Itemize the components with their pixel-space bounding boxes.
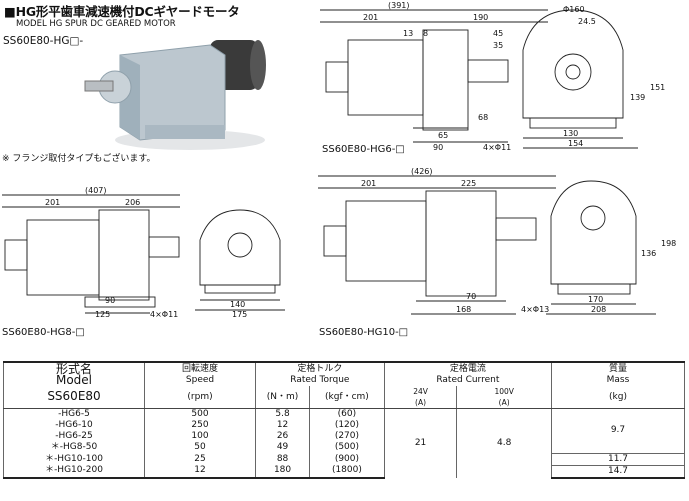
model-code-cell: SS60E80 — [3, 386, 145, 409]
dim-text: (426) — [411, 167, 433, 176]
dim-text: 4×Φ11 — [483, 143, 511, 152]
page-subtitle: MODEL HG SPUR DC GEARED MOTOR — [16, 19, 176, 29]
dim-text: 4×Φ11 — [150, 310, 178, 319]
flange-note: ※ フランジ取付タイプもございます。 — [2, 154, 156, 164]
dim-text: 198 — [661, 239, 676, 248]
dim-text: 90 — [105, 296, 115, 305]
dim-text: 70 — [466, 292, 476, 301]
dim-text: 8 — [423, 29, 428, 38]
torque-unit-nm: (N・m) — [254, 386, 311, 409]
hg10-drawing: (426) 201 225 168 70 170 4×Φ13 208 136 1… — [318, 167, 676, 315]
dim-text: 154 — [568, 139, 583, 148]
current-24v-head: 24V(A) — [383, 386, 458, 409]
dim-text: 225 — [461, 179, 476, 188]
dim-text: 201 — [45, 198, 60, 207]
dim-text: (407) — [85, 186, 107, 195]
hg8-drawing: (407) 201 206 90 125 4×Φ11 140 175 — [2, 186, 285, 319]
caption-hg8: SS60E80-HG8-□ — [2, 327, 85, 338]
caption-hg6: SS60E80-HG6-□ — [322, 144, 405, 155]
dim-text: 168 — [456, 305, 471, 314]
hg6-drawing: (391) 201 190 Φ160 24.5 13 8 45 35 68 65… — [320, 1, 665, 152]
mass-unit: (kg) — [551, 386, 685, 409]
dim-text: 4×Φ13 — [521, 305, 549, 314]
dim-text: 13 — [403, 29, 413, 38]
dim-text: 90 — [433, 143, 443, 152]
dim-text: 68 — [478, 113, 488, 122]
dim-text: 24.5 — [578, 17, 596, 26]
dim-text: 208 — [591, 305, 606, 314]
dim-text: 170 — [588, 295, 603, 304]
dim-text: 130 — [563, 129, 578, 138]
dim-text: 190 — [473, 13, 488, 22]
caption-hg10: SS60E80-HG10-□ — [319, 327, 409, 338]
dim-text: Φ160 — [563, 5, 585, 14]
dim-text: 35 — [493, 41, 503, 50]
header-model: 形式名 Model — [3, 361, 145, 386]
dim-text: 206 — [125, 198, 140, 207]
mass-value: 14.7 — [551, 465, 685, 479]
page-title: ■HG形平歯車減速機付DCギヤードモータ — [4, 4, 240, 19]
torque-unit-kgf: (kgf・cm) — [309, 386, 385, 409]
dim-text: 140 — [230, 300, 245, 309]
dim-text: 201 — [361, 179, 376, 188]
current-24v-value: 21 — [383, 408, 458, 478]
dim-text: (391) — [388, 1, 410, 10]
mass-value: 9.7 — [551, 408, 685, 454]
current-100v-value: 4.8 — [456, 408, 552, 478]
speed-unit: (rpm) — [144, 386, 256, 409]
dim-text: 151 — [650, 83, 665, 92]
mass-value: 11.7 — [551, 453, 685, 466]
dim-text: 65 — [438, 131, 448, 140]
dim-text: 136 — [641, 249, 656, 258]
dim-text: 139 — [630, 93, 645, 102]
model-code: SS60E80-HG□- — [3, 35, 84, 47]
dim-text: 175 — [232, 310, 247, 319]
dim-text: 201 — [363, 13, 378, 22]
dim-text: 125 — [95, 310, 110, 319]
current-100v-head: 100V(A) — [456, 386, 552, 409]
motor-photo — [84, 40, 266, 150]
dim-text: 45 — [493, 29, 503, 38]
